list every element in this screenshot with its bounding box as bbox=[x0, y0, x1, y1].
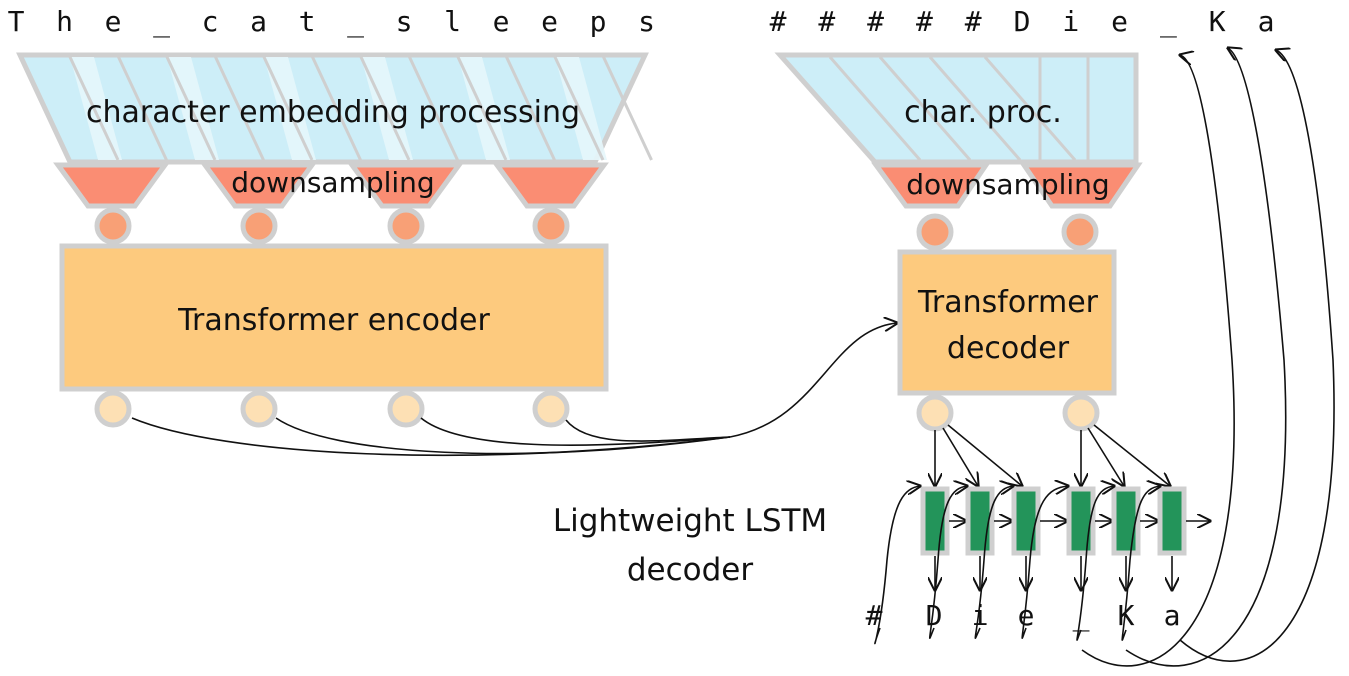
encoder-embedding-label: character embedding processing bbox=[86, 95, 580, 130]
transformer-encoder: Transformer encoder bbox=[59, 243, 609, 392]
decoder-input-nodes bbox=[916, 213, 1099, 251]
transformer-decoder-label-line2: decoder bbox=[947, 331, 1070, 366]
decoder-output-node bbox=[1062, 394, 1100, 432]
lstm-output-char: K bbox=[1118, 599, 1135, 632]
target-char: # bbox=[818, 5, 835, 38]
encoder-node bbox=[94, 207, 132, 245]
lstm-cells bbox=[920, 486, 1210, 590]
input-char: c bbox=[202, 5, 219, 38]
transformer-encoder-label: Transformer encoder bbox=[177, 303, 490, 338]
decoder-to-lstm-arrows bbox=[935, 424, 1170, 486]
lstm-label-line2: decoder bbox=[627, 552, 754, 588]
lstm-cell bbox=[1011, 486, 1041, 556]
input-char: h bbox=[56, 5, 73, 38]
lstm-cell bbox=[1066, 486, 1096, 556]
input-char: T bbox=[8, 5, 25, 38]
lstm-output-char: # bbox=[866, 599, 883, 632]
target-char: D bbox=[1014, 5, 1031, 38]
lstm-label-line1: Lightweight LSTM bbox=[553, 503, 827, 539]
decoder-output-nodes bbox=[916, 394, 1100, 432]
encoder-output-node bbox=[240, 390, 278, 428]
target-char: # bbox=[867, 5, 884, 38]
input-char: a bbox=[250, 5, 267, 38]
lstm-output-char: i bbox=[972, 599, 989, 632]
transformer-decoder-label-line1: Transformer bbox=[917, 285, 1099, 320]
decoder-output-node bbox=[916, 394, 954, 432]
encoder-output-node bbox=[94, 390, 132, 428]
lstm-label: Lightweight LSTM decoder bbox=[553, 503, 827, 588]
input-char: s bbox=[638, 5, 655, 38]
input-char: p bbox=[590, 5, 607, 38]
decoder-node bbox=[1061, 213, 1099, 251]
encoder-output-node bbox=[387, 390, 425, 428]
input-char: e bbox=[105, 5, 122, 38]
decoder-node bbox=[916, 213, 954, 251]
encoder-input-nodes bbox=[94, 207, 570, 245]
input-char: t bbox=[299, 5, 316, 38]
encoder-node bbox=[240, 207, 278, 245]
target-feedback-arcs bbox=[1081, 48, 1335, 667]
encoder-embedding: character embedding processing bbox=[16, 52, 653, 165]
input-char: s bbox=[396, 5, 413, 38]
input-char: _ bbox=[153, 5, 170, 39]
decoder-embedding: char. proc. bbox=[774, 52, 1139, 165]
transformer-decoder: Transformer decoder bbox=[897, 249, 1117, 396]
decoder-downsampling: downsampling bbox=[871, 162, 1143, 209]
decoder-embedding-label: char. proc. bbox=[904, 95, 1062, 130]
encoder-downsampling-label: downsampling bbox=[231, 166, 434, 199]
encoder-to-decoder-wires bbox=[131, 323, 897, 457]
encoder-output-node bbox=[532, 390, 570, 428]
lstm-cell bbox=[920, 486, 950, 556]
encoder-output-nodes bbox=[94, 390, 570, 428]
lstm-cell bbox=[1157, 486, 1187, 556]
target-char: # bbox=[916, 5, 933, 38]
lstm-cell bbox=[1111, 486, 1141, 556]
encoder-node bbox=[532, 207, 570, 245]
lstm-output-char: a bbox=[1164, 599, 1181, 632]
input-char: l bbox=[444, 5, 461, 38]
input-char: e bbox=[541, 5, 558, 38]
target-char: # bbox=[770, 5, 787, 38]
input-char: e bbox=[493, 5, 510, 38]
decoder-downsampling-label: downsampling bbox=[906, 168, 1109, 201]
encoder-downsampling: downsampling bbox=[53, 162, 609, 209]
target-char: e bbox=[1111, 5, 1128, 38]
input-char: _ bbox=[347, 5, 364, 39]
encoder-node bbox=[387, 207, 425, 245]
lstm-output-char: D bbox=[926, 599, 943, 632]
target-char: _ bbox=[1160, 5, 1177, 39]
lstm-output-char: e bbox=[1018, 599, 1035, 632]
target-char: # bbox=[965, 5, 982, 38]
lstm-feedback-loops bbox=[874, 486, 1160, 645]
target-char: a bbox=[1258, 5, 1275, 38]
target-char: i bbox=[1062, 5, 1079, 38]
target-char: K bbox=[1209, 5, 1226, 38]
lstm-cell bbox=[965, 486, 995, 556]
